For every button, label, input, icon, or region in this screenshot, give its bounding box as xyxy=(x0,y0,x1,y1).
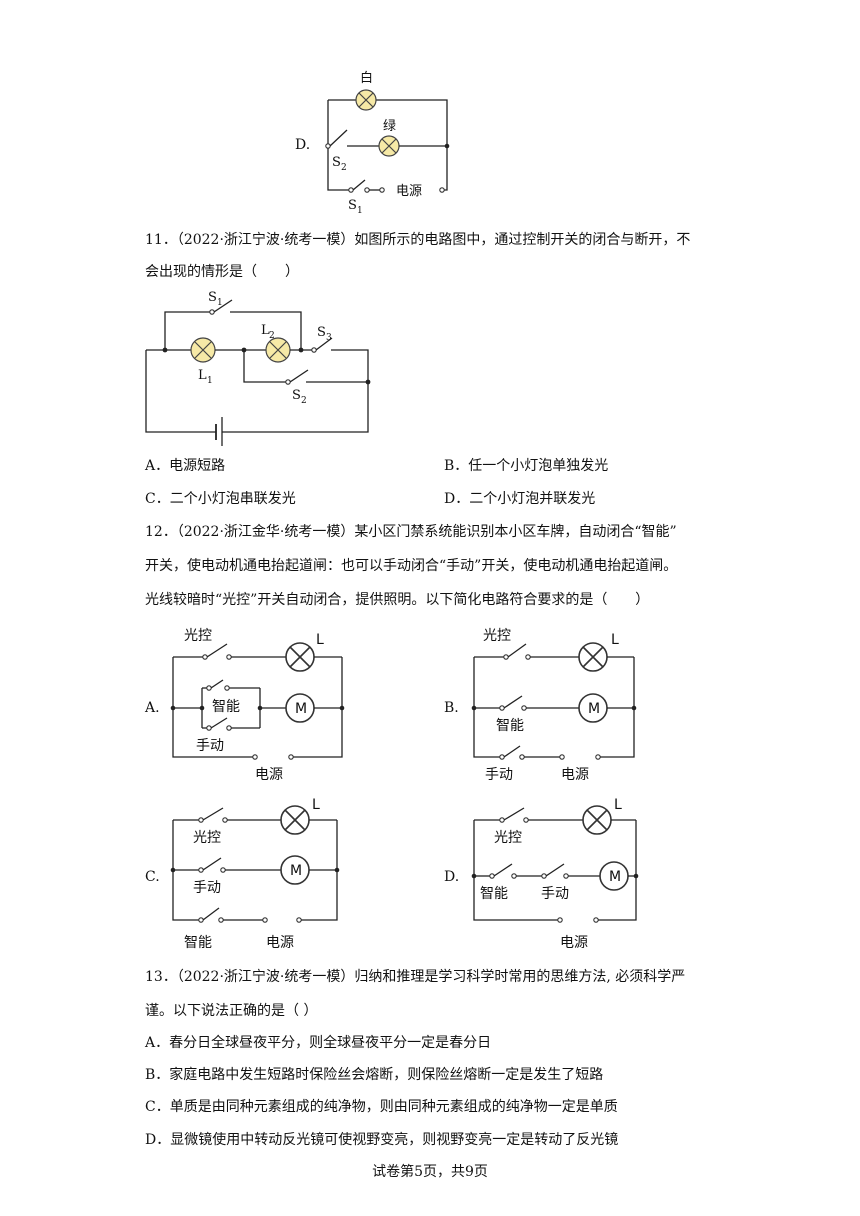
switch-s3-label: S xyxy=(317,325,326,340)
q10-option-d-circuit: 白 绿 S 2 电源 S 1 xyxy=(325,70,450,216)
lamp-label: L xyxy=(316,632,324,648)
smart-label: 智能 xyxy=(212,699,240,715)
q12-option-a[interactable]: A. xyxy=(145,700,160,716)
svg-text:1: 1 xyxy=(357,206,363,216)
power-label: 电源 xyxy=(255,767,283,783)
q11-circuit-diagram: S 1 L 2 S 3 L 1 S 2 xyxy=(145,290,371,446)
switch-s2-icon xyxy=(289,369,309,383)
switch-s2-label: S xyxy=(332,155,341,170)
q12-circuit-d: 光控 L 智能 手动 M 电源 xyxy=(471,797,639,951)
svg-text:1: 1 xyxy=(217,298,223,308)
lamp-l1-label: L xyxy=(198,368,207,383)
q13-option-d[interactable]: D．显微镜使用中转动反光镜可使视野变亮，则视野变亮一定是转动了反光镜 xyxy=(145,1132,619,1148)
q12-stem-line2: 开关，使电动机通电抬起道闸：也可以手动闭合“手动”开关，使电动机通电抬起道闸。 xyxy=(145,558,678,574)
lamp-green-label: 绿 xyxy=(383,119,396,134)
q11-option-d[interactable]: D．二个小灯泡并联发光 xyxy=(444,491,596,507)
motor-label: M xyxy=(290,863,302,879)
switch-s2-label: S xyxy=(292,388,301,403)
q11-option-b[interactable]: B．任一个小灯泡单独发光 xyxy=(444,458,609,474)
q12-stem-line1: 12．（2022·浙江金华·统考一模）某小区门禁系统能识别本小区车牌，自动闭合“… xyxy=(145,524,677,540)
power-label: 电源 xyxy=(396,184,422,199)
q12-circuit-a: 光控 L 智能 M 手动 电源 xyxy=(170,628,345,783)
lamp-label: L xyxy=(614,797,622,813)
svg-text:2: 2 xyxy=(341,163,347,173)
svg-text:2: 2 xyxy=(301,396,307,406)
q13-option-a[interactable]: A．春分日全球昼夜平分，则全球昼夜平分一定是春分日 xyxy=(145,1035,492,1051)
manual-label: 手动 xyxy=(485,767,513,783)
light-ctrl-label: 光控 xyxy=(494,830,522,846)
motor-label: M xyxy=(588,701,600,717)
svg-text:1: 1 xyxy=(207,376,213,386)
manual-label: 手动 xyxy=(196,738,224,754)
power-label: 电源 xyxy=(561,767,589,783)
page-footer: 试卷第5页，共9页 xyxy=(372,1164,488,1180)
q12-option-b[interactable]: B. xyxy=(444,700,459,716)
switch-s3-icon xyxy=(315,337,333,351)
q12-option-c[interactable]: C. xyxy=(145,869,160,885)
q13-stem-line2: 谨。以下说法正确的是（ ） xyxy=(145,1003,318,1019)
q12-option-d[interactable]: D. xyxy=(444,869,460,885)
smart-label: 智能 xyxy=(184,935,212,951)
q13-stem-line1: 13．（2022·浙江宁波·统考一模）归纳和推理是学习科学时常用的思维方法, 必… xyxy=(145,969,686,985)
q13-option-c[interactable]: C．单质是由同种元素组成的纯净物，则由同种元素组成的纯净物一定是单质 xyxy=(145,1099,618,1115)
q13-option-b[interactable]: B．家庭电路中发生短路时保险丝会熔断，则保险丝熔断一定是发生了短路 xyxy=(145,1067,604,1083)
q11-option-a[interactable]: A．电源短路 xyxy=(145,458,226,474)
light-ctrl-label: 光控 xyxy=(184,628,212,644)
switch-s1-icon xyxy=(213,299,233,313)
motor-label: M xyxy=(295,701,307,717)
lamp-label: L xyxy=(611,632,619,648)
lamp-label: L xyxy=(312,797,320,813)
lamp-l2-label: L xyxy=(261,323,270,338)
motor-label: M xyxy=(609,869,621,885)
switch-s1-label: S xyxy=(208,290,217,305)
q12-circuit-c: 光控 L 手动 M 智能 电源 xyxy=(170,797,340,951)
power-label: 电源 xyxy=(266,935,294,951)
q10-option-d-label: D. xyxy=(295,137,311,153)
light-ctrl-label: 光控 xyxy=(193,830,221,846)
smart-label: 智能 xyxy=(496,718,524,734)
svg-text:2: 2 xyxy=(269,331,275,341)
q11-option-c[interactable]: C．二个小灯泡串联发光 xyxy=(145,491,296,507)
q11-stem-line2: 会出现的情形是（ ） xyxy=(145,264,299,280)
switch-s1-label: S xyxy=(348,198,357,213)
smart-label: 智能 xyxy=(480,886,508,902)
svg-text:3: 3 xyxy=(326,333,332,343)
manual-label: 手动 xyxy=(541,886,569,902)
q11-stem-line1: 11．（2022·浙江宁波·统考一模）如图所示的电路图中，通过控制开关的闭合与断… xyxy=(145,232,691,248)
manual-label: 手动 xyxy=(193,880,221,896)
q12-circuit-b: 光控 L 智能 M 手动 电源 xyxy=(471,628,637,783)
q12-stem-line3: 光线较暗时“光控”开关自动闭合，提供照明。以下简化电路符合要求的是（ ） xyxy=(145,592,650,608)
lamp-white-label: 白 xyxy=(360,70,373,86)
light-ctrl-label: 光控 xyxy=(483,628,511,644)
power-label: 电源 xyxy=(560,935,588,951)
switch-s1-icon xyxy=(352,179,366,191)
switch-s2-icon xyxy=(329,129,348,147)
